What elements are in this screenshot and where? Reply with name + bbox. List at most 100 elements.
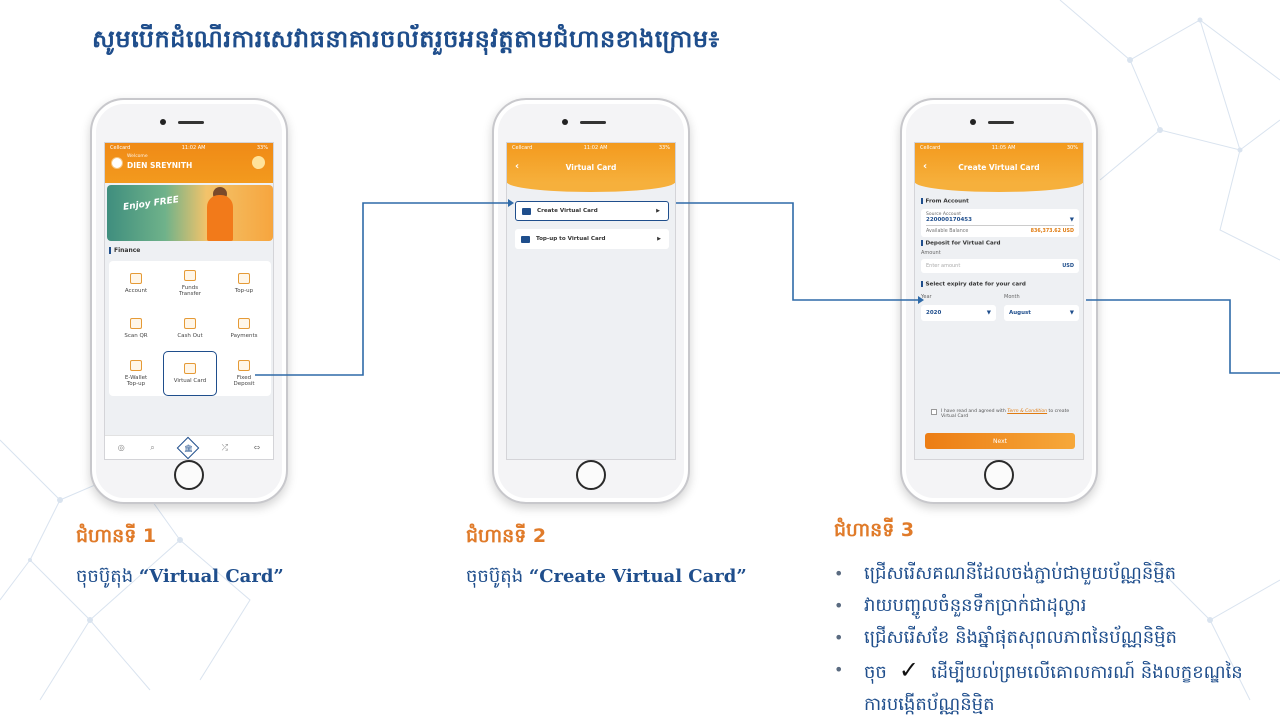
available-balance-label: Available Balance bbox=[926, 228, 969, 234]
available-balance-row: Available Balance 836,373.62 USD bbox=[926, 229, 1074, 234]
amount-label: Amount bbox=[921, 250, 941, 256]
bank-glyph: 🏛 bbox=[183, 443, 193, 452]
user-name: DIEN SREYNITH bbox=[127, 161, 193, 170]
source-account-box: Source Account 220000170453 ▼ Available … bbox=[921, 208, 1079, 237]
promo-banner[interactable]: Enjoy FREE bbox=[107, 185, 273, 241]
step-1-desc-prefix: ចុចប៊ូតុង bbox=[76, 566, 139, 587]
status-bar: Cellcard 11:05 AM 30% bbox=[915, 143, 1083, 151]
status-time: 11:02 AM bbox=[181, 145, 206, 151]
dropdown-arrow-icon: ▼ bbox=[986, 309, 991, 316]
from-account-heading: From Account bbox=[921, 198, 1079, 205]
carrier-label: Cellcard bbox=[110, 145, 131, 151]
month-column: Month August ▼ bbox=[1004, 294, 1079, 321]
grid-item-payments[interactable]: Payments bbox=[217, 306, 271, 351]
banner-slogan: Enjoy FREE bbox=[122, 195, 180, 213]
phone-mockup-home: Cellcard 11:02 AM 33% Welcome DIEN SREYN… bbox=[90, 98, 288, 504]
grid-item-scan-qr[interactable]: Scan QR bbox=[109, 306, 163, 351]
step-1-title: ជំហានទី 1 bbox=[76, 525, 157, 547]
source-account-select[interactable]: 220000170453 ▼ bbox=[926, 217, 1074, 226]
chevron-right-icon: ▶ bbox=[657, 236, 661, 242]
year-label: Year bbox=[921, 293, 932, 300]
home-button bbox=[984, 460, 1014, 490]
grid-item-ewallet-top-up[interactable]: E-Wallet Top-up bbox=[109, 351, 163, 396]
tab-dashboard-icon[interactable]: ◎ bbox=[117, 443, 125, 452]
qr-icon bbox=[130, 317, 142, 329]
tab-shuffle-icon[interactable]: ⤮ bbox=[221, 442, 229, 452]
tab-search-icon[interactable]: ⌕ bbox=[150, 442, 155, 452]
terms-text: I have read and agreed with Term & Condi… bbox=[941, 409, 1081, 419]
status-bar: Cellcard 11:02 AM 33% bbox=[507, 143, 675, 151]
phone-screen: Cellcard 11:02 AM 33% Welcome DIEN SREYN… bbox=[104, 142, 274, 460]
phone-mockup-virtual-card-menu: Cellcard 11:02 AM 33% ‹ Virtual Card Cre… bbox=[492, 98, 690, 504]
menu-item-label: Create Virtual Card bbox=[537, 208, 598, 214]
month-label: Month bbox=[1004, 293, 1020, 300]
grid-item-label: E-Wallet Top-up bbox=[124, 374, 148, 387]
currency-label: USD bbox=[1062, 263, 1074, 269]
menu-item-label: Top-up to Virtual Card bbox=[536, 236, 606, 242]
grid-item-cash-out[interactable]: Cash Out bbox=[163, 306, 217, 351]
virtual-card-menu: Create Virtual Card ▶ Top-up to Virtual … bbox=[515, 201, 669, 257]
app-bar: Cellcard 11:02 AM 33% ‹ Virtual Card bbox=[507, 143, 675, 183]
grid-item-fixed-deposit[interactable]: Fixed Deposit bbox=[217, 351, 271, 396]
deposit-heading: Deposit for Virtual Card bbox=[921, 240, 1079, 246]
amount-placeholder: Enter amount bbox=[926, 263, 961, 269]
grid-item-funds-transfer[interactable]: Funds Transfer bbox=[163, 261, 217, 306]
year-select[interactable]: 2020 ▼ bbox=[921, 304, 996, 321]
home-header: Cellcard 11:02 AM 33% Welcome DIEN SREYN… bbox=[105, 143, 273, 183]
grid-item-label: Scan QR bbox=[124, 332, 148, 339]
avatar[interactable] bbox=[111, 157, 123, 169]
next-button[interactable]: Next bbox=[925, 433, 1075, 449]
transfer-icon bbox=[184, 269, 196, 281]
back-chevron-icon[interactable]: ‹ bbox=[515, 161, 520, 172]
payments-icon bbox=[238, 317, 250, 329]
battery-label: 33% bbox=[658, 145, 670, 151]
top-up-virtual-card-item[interactable]: Top-up to Virtual Card ▶ bbox=[515, 229, 669, 249]
app-bar-curve bbox=[915, 182, 1083, 192]
month-select[interactable]: August ▼ bbox=[1004, 304, 1079, 321]
card-icon bbox=[522, 207, 531, 215]
home-button bbox=[174, 460, 204, 490]
dropdown-arrow-icon: ▼ bbox=[1069, 216, 1074, 223]
phone-screen: Cellcard 11:05 AM 30% ‹ Create Virtual C… bbox=[914, 142, 1084, 460]
step-2-desc-bold: “Create Virtual Card” bbox=[528, 566, 747, 587]
grid-item-account[interactable]: Account bbox=[109, 261, 163, 306]
tab-exchange-icon[interactable]: ⇔ bbox=[253, 443, 261, 452]
terms-checkbox[interactable] bbox=[931, 409, 937, 415]
terms-link[interactable]: Term & Condition bbox=[1007, 409, 1048, 414]
speaker-grille bbox=[580, 121, 606, 124]
step-3-title: ជំហានទី 3 bbox=[834, 519, 915, 541]
finance-section-heading: Finance bbox=[109, 247, 140, 254]
carrier-label: Cellcard bbox=[512, 145, 533, 151]
chevron-right-icon: ▶ bbox=[656, 208, 660, 214]
carrier-label: Cellcard bbox=[920, 145, 941, 151]
finance-grid: Account Funds Transfer Top-up Scan QR Ca… bbox=[109, 261, 271, 396]
camera-dot bbox=[970, 119, 976, 125]
card-topup-icon bbox=[521, 235, 530, 243]
amount-input[interactable]: Enter amount USD bbox=[921, 259, 1079, 273]
terms-agreement: I have read and agreed with Term & Condi… bbox=[931, 409, 1081, 419]
create-virtual-card-item[interactable]: Create Virtual Card ▶ bbox=[515, 201, 669, 221]
available-balance-value: 836,373.62 USD bbox=[1030, 228, 1074, 234]
step-3-bullet: ជ្រើសរើសខែ និងឆ្នាំផុតសុពលភាពនៃប័ណ្ណនិម្… bbox=[834, 622, 1264, 654]
checkmark-icon: ✓ bbox=[898, 656, 919, 684]
terms-suffix: to create Virtual Card bbox=[941, 409, 1070, 419]
notification-bell-icon[interactable] bbox=[252, 156, 265, 169]
back-chevron-icon[interactable]: ‹ bbox=[923, 161, 928, 172]
grid-item-virtual-card[interactable]: Virtual Card bbox=[163, 351, 217, 396]
virtual-card-icon bbox=[184, 362, 196, 374]
step-1-desc-bold: “Virtual Card” bbox=[138, 566, 284, 587]
grid-item-label: Top-up bbox=[234, 287, 254, 294]
grid-item-top-up[interactable]: Top-up bbox=[217, 261, 271, 306]
expiry-selectors: Year 2020 ▼ Month August ▼ bbox=[921, 294, 1079, 321]
deposit-icon bbox=[238, 359, 250, 371]
status-bar: Cellcard 11:02 AM 33% bbox=[105, 143, 273, 151]
grid-item-label: Fixed Deposit bbox=[233, 374, 255, 387]
step-2-description: ចុចប៊ូតុង “Create Virtual Card” bbox=[466, 564, 747, 591]
screen-title: Create Virtual Card bbox=[958, 163, 1040, 172]
banner-person bbox=[207, 195, 233, 241]
step-2-desc-prefix: ចុចប៊ូតុង bbox=[466, 566, 529, 587]
home-button bbox=[576, 460, 606, 490]
tab-bank-icon[interactable]: 🏛 bbox=[176, 436, 200, 459]
step-3-bullet: វាយបញ្ចូលចំនួនទឹកប្រាក់ជាដុល្លារ bbox=[834, 590, 1264, 622]
camera-dot bbox=[160, 119, 166, 125]
